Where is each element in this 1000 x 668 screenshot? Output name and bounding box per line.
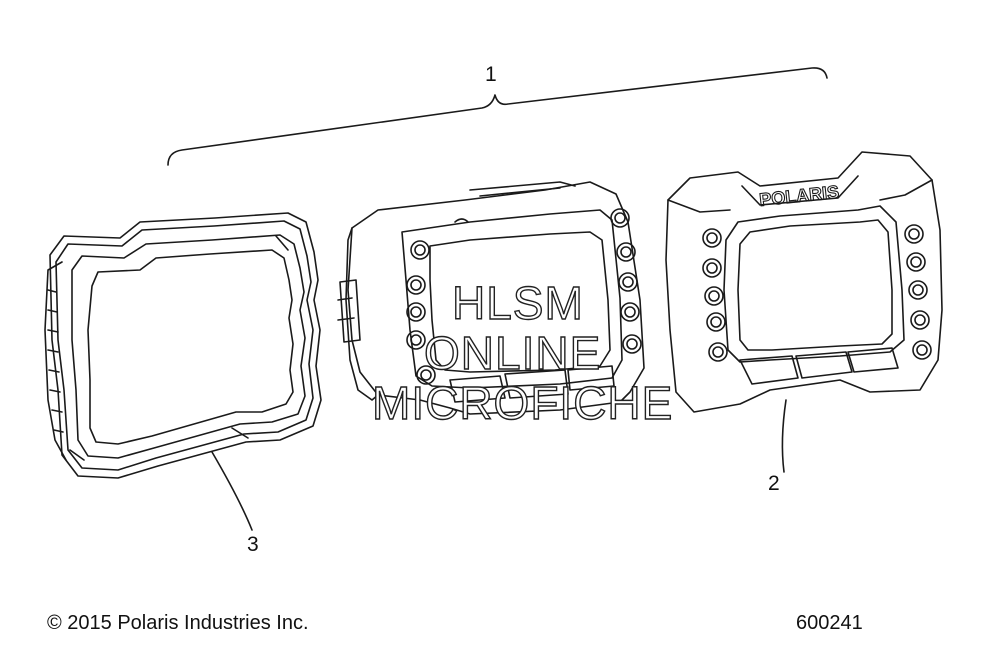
watermark-line-2: ONLINE <box>423 326 602 379</box>
display-assembly-drawing <box>337 181 645 415</box>
bezel-drawing <box>665 151 943 413</box>
copyright-notice: © 2015 Polaris Industries Inc. <box>47 612 309 634</box>
lens-cover-drawing <box>44 212 322 479</box>
callout-2: 2 <box>768 472 780 495</box>
leader-line-3 <box>211 451 253 531</box>
assembly-bracket <box>167 67 828 166</box>
bezel-logo: POLARIS <box>758 182 840 210</box>
watermark-line-3: MICROFICHE <box>371 376 674 429</box>
figure-id: 600241 <box>796 612 863 634</box>
watermark-line-1: HLSM <box>451 276 584 329</box>
leader-line-2 <box>781 399 787 473</box>
callout-1: 1 <box>485 63 497 86</box>
callout-3: 3 <box>247 533 259 556</box>
